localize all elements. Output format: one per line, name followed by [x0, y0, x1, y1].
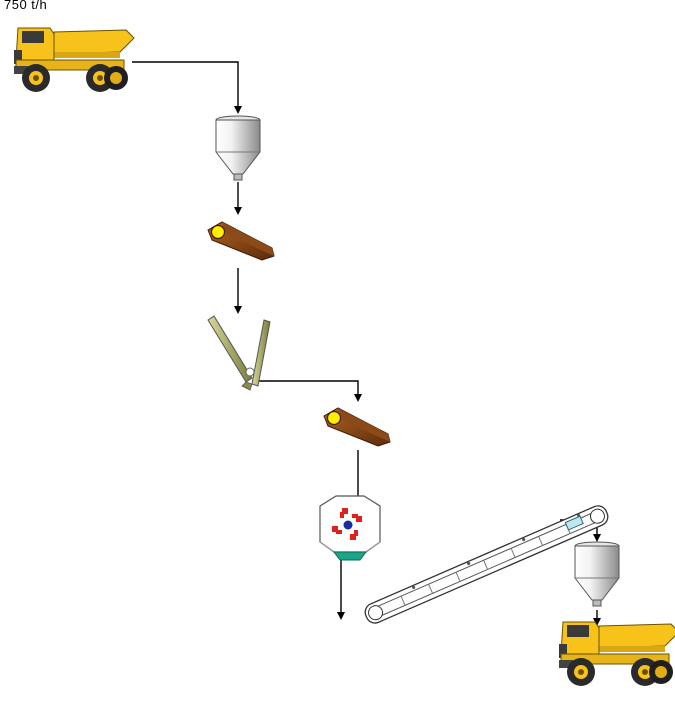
capacity-label: 750 t/h [4, 0, 48, 12]
dump-truck-icon [13, 27, 135, 93]
flow-lines [132, 61, 601, 626]
hopper-icon [574, 541, 620, 607]
belt-conveyor-icon [364, 505, 609, 624]
jaw-crusher-icon [207, 315, 271, 391]
impact-crusher-icon [319, 495, 381, 561]
feeder-icon [207, 221, 275, 261]
feeder-icon [323, 407, 391, 447]
flow-line-truck-to-hopper [132, 61, 242, 114]
dump-truck-icon [558, 621, 675, 687]
hopper-icon [215, 115, 261, 181]
flow-line-crusher-to-feeder2 [252, 380, 362, 402]
